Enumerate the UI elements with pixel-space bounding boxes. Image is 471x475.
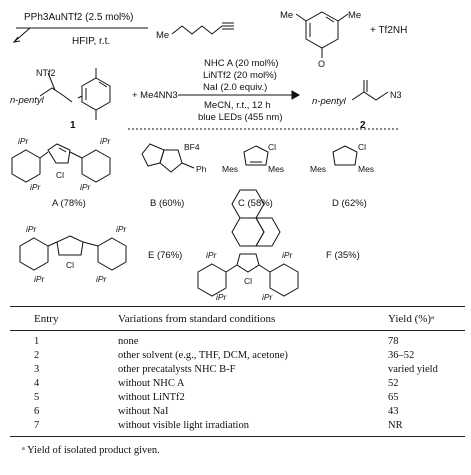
reaction-scheme: PPh3AuNTf2 (2.5 mol%) HFIP, r.t. Me Me M… (10, 10, 407, 302)
table-row: 4 without NHC A 52 (0, 378, 471, 390)
cond-line-2: LiNTf2 (20 mol%) (203, 70, 277, 81)
yield-cell: NR (388, 420, 403, 431)
cat-a-ipr-3: iPr (30, 182, 42, 192)
variation-cell: none (118, 336, 139, 347)
yield-cell: 65 (388, 392, 399, 403)
cat-a-ipr-1: iPr (18, 136, 30, 146)
catalyst-label-a: A (78%) (52, 198, 86, 209)
table-header-rule (10, 330, 465, 331)
cat-b-ph: Ph (196, 164, 207, 174)
intermediate-counterion: NTf2 (36, 68, 56, 78)
azide-reagent: + Me4NN3 (132, 90, 178, 101)
cat-c-mes-1: Mes (222, 164, 238, 174)
cat-d-mes-2: Mes (358, 164, 374, 174)
pyridine-methyl-left: Me (280, 10, 293, 21)
col-header-variation: Variations from standard conditions (118, 313, 276, 325)
cat-e-cl: Cl (66, 260, 74, 270)
variation-cell: without NaI (118, 406, 169, 417)
cat-c-cl: Cl (268, 142, 276, 152)
col-header-entry: Entry (34, 313, 59, 325)
table-row: 3 other precatalysts NHC B-F varied yiel… (0, 364, 471, 376)
intermediate-number: 1 (70, 120, 76, 131)
table-footnote: ᵃ Yield of isolated product given. (22, 445, 160, 456)
yield-cell: varied yield (388, 364, 438, 375)
product-number: 2 (360, 120, 366, 131)
cond-line-1: NHC A (20 mol%) (204, 58, 278, 69)
step1-conditions: HFIP, r.t. (72, 36, 110, 47)
variation-cell: other precatalysts NHC B-F (118, 364, 236, 375)
catalyst-label-b: B (60%) (150, 198, 184, 209)
variation-cell: without LiNTf2 (118, 392, 185, 403)
variation-cell: without visible light irradiation (118, 420, 249, 431)
cat-a-ipr-2: iPr (100, 136, 112, 146)
col-header-yield: Yield (%)ᵃ (388, 313, 435, 325)
product-substituent: n-pentyl (312, 96, 347, 107)
cat-f-ipr-2: iPr (282, 250, 294, 260)
acid-reagent: + Tf2NH (370, 25, 407, 36)
cat-d-cl: Cl (358, 142, 366, 152)
table-bottom-rule (10, 436, 465, 437)
cond-line-3: NaI (2.0 equiv.) (203, 82, 267, 93)
cond-line-4: MeCN, r.t., 12 h (204, 100, 271, 111)
pyridine-oxide-atom: O (318, 59, 325, 69)
entry-cell: 2 (34, 350, 40, 361)
cat-e-ipr-3: iPr (34, 274, 46, 284)
cat-c-mes-2: Mes (268, 164, 284, 174)
pyridine-methyl-right: Me (348, 10, 361, 21)
catalyst-label-c: C (58%) (238, 198, 273, 209)
entry-cell: 5 (34, 392, 40, 403)
catalyst-label-d: D (62%) (332, 198, 367, 209)
catalyst-label-e: E (76%) (148, 250, 182, 261)
yield-cell: 43 (388, 406, 399, 417)
cat-d-mes-1: Mes (310, 164, 326, 174)
cat-f-ipr-1: iPr (206, 250, 218, 260)
yield-cell: 36–52 (388, 350, 415, 361)
yield-cell: 78 (388, 336, 399, 347)
table-row: 7 without visible light irradiation NR (0, 420, 471, 432)
variation-cell: without NHC A (118, 378, 185, 389)
variation-cell: other solvent (e.g., THF, DCM, acetone) (118, 350, 288, 361)
table-row: 6 without NaI 43 (0, 406, 471, 418)
cat-f-cl: Cl (244, 276, 252, 286)
cat-e-ipr-1: iPr (26, 224, 38, 234)
product-azide-group: N3 (390, 90, 402, 100)
cat-f-ipr-4: iPr (262, 292, 274, 302)
cat-b-bf4: BF4 (184, 142, 200, 152)
cat-a-ipr-4: iPr (80, 182, 92, 192)
table-row: 5 without LiNTf2 65 (0, 392, 471, 404)
cat-a-cl: Cl (56, 170, 64, 180)
table-top-rule (10, 306, 465, 307)
cat-f-ipr-3: iPr (216, 292, 228, 302)
entry-cell: 4 (34, 378, 40, 389)
cond-line-5: blue LEDs (455 nm) (198, 112, 282, 123)
catalyst-label-f: F (35%) (326, 250, 360, 261)
table-row: 2 other solvent (e.g., THF, DCM, acetone… (0, 350, 471, 362)
table-row: 1 none 78 (0, 336, 471, 348)
cat-e-ipr-2: iPr (116, 224, 128, 234)
alkyne-methyl-label: Me (156, 30, 169, 41)
step1-catalyst: PPh3AuNTf2 (2.5 mol%) (24, 12, 134, 23)
intermediate-substituent: n-pentyl (10, 95, 45, 106)
entry-cell: 7 (34, 420, 40, 431)
entry-cell: 1 (34, 336, 40, 347)
entry-cell: 6 (34, 406, 40, 417)
cat-e-ipr-4: iPr (96, 274, 108, 284)
yield-cell: 52 (388, 378, 399, 389)
entry-cell: 3 (34, 364, 40, 375)
